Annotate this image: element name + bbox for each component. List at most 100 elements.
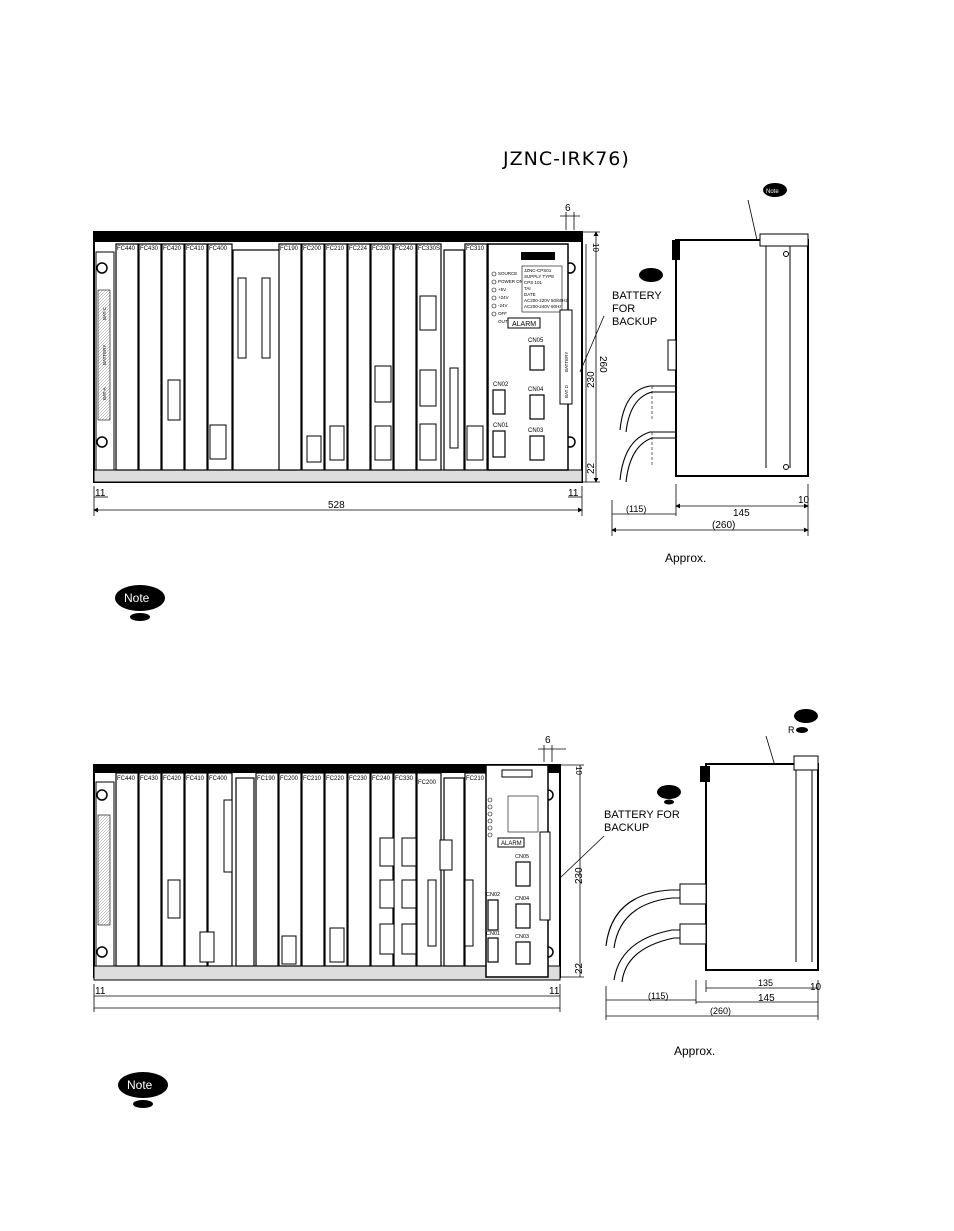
indicator-label: +24V	[498, 295, 509, 300]
battery-for-backup-line: BACKUP	[604, 822, 649, 834]
approx-label: Approx.	[674, 1044, 715, 1058]
connector-label-cn04: CN04	[528, 387, 544, 393]
indicator-label: OUT	[498, 319, 508, 324]
note-badge-bottom: Note	[118, 1072, 168, 1108]
note-badge-top: Note	[115, 585, 165, 621]
connector-label-cn05: CN05	[528, 338, 544, 344]
front-view-bottom: FC440 FC430 FC420 FC410 FC400 FC190 FC20…	[93, 735, 585, 1012]
dim-bottom: 22	[574, 962, 585, 974]
connector-label-cn01: CN01	[486, 931, 500, 937]
power-info: DATE	[524, 292, 536, 297]
approx-label: Approx.	[665, 551, 706, 565]
dim-bottom: 22	[586, 462, 597, 474]
battery-for-backup-line: FOR	[612, 303, 635, 315]
battery-panel-sub: BAT D	[564, 384, 569, 398]
slot-label: FC210	[326, 246, 345, 252]
connector-label-cn04: CN04	[515, 896, 529, 902]
note-badge-icon	[794, 709, 818, 723]
slot-label: FC230	[372, 246, 391, 252]
connector-label-cn03: CN03	[515, 934, 529, 940]
slot-label: FC190	[257, 776, 276, 782]
side-dim-depth: 145	[758, 993, 775, 1004]
side-chassis	[705, 763, 819, 971]
slot-label: FC200	[303, 246, 322, 252]
slot-label: FC430	[140, 776, 159, 782]
slot-label: FC430	[140, 246, 159, 252]
dim-width: 528	[328, 500, 345, 511]
side-dim-cable: (115)	[648, 991, 668, 1001]
slot-label: FC330S	[418, 246, 440, 252]
bat-a-label: BAT-A	[102, 387, 107, 400]
slot-label: FC210	[303, 776, 322, 782]
slot-label: FC210	[466, 776, 485, 782]
note-badge-label: Note	[127, 1078, 153, 1092]
slot-label: FC220	[326, 776, 345, 782]
slot-label: FC420	[163, 776, 182, 782]
dim-top-gap: 6	[565, 203, 571, 214]
indicator-label: OFF	[498, 311, 507, 316]
connector-label-cn02: CN02	[486, 892, 500, 898]
note-badge-label: Note	[124, 591, 150, 605]
note-badge-label: Note	[766, 189, 779, 195]
side-dim-depth: 145	[733, 508, 750, 519]
power-info: SUPPLY TYPE	[524, 274, 554, 279]
dim-left-margin: 11	[95, 986, 106, 997]
slot-label: FC440	[117, 246, 136, 252]
connector-label-cn02: CN02	[493, 382, 509, 388]
dim-top-right: 10	[574, 766, 583, 775]
side-dim-total: (260)	[712, 520, 735, 531]
bat-c-label: BAT-C	[102, 306, 107, 320]
r-label: R	[788, 725, 795, 735]
slot-label: FC400	[209, 246, 228, 252]
slot-label: FC240	[372, 776, 391, 782]
screw-icon	[96, 789, 108, 801]
slot-label: FC400	[209, 776, 228, 782]
alarm-label: ALARM	[501, 841, 522, 847]
connector-label-cn03: CN03	[528, 428, 544, 434]
dim-top-right: 10	[591, 243, 600, 252]
indicator-label: POWER ON	[498, 279, 523, 284]
slot-label: FC190	[280, 246, 299, 252]
side-view-top: Note BATTERY FOR BACKUP	[579, 183, 810, 565]
screw-icon	[96, 946, 108, 958]
power-info: AC200-240V 60Hz	[524, 304, 562, 309]
side-chassis	[675, 239, 809, 477]
slot-label: FC420	[163, 246, 182, 252]
screw-icon	[96, 262, 108, 274]
side-dim-cable: (115)	[626, 504, 646, 514]
slot-label: FC200	[280, 776, 299, 782]
slot-label: FC230	[349, 776, 368, 782]
side-dim-inner: 135	[758, 978, 773, 988]
slot-label: FC440	[117, 776, 136, 782]
indicator-label: +5V	[498, 287, 506, 292]
dim-inner-height: 230	[586, 371, 597, 388]
battery-for-backup-line: BATTERY	[612, 290, 662, 302]
indicator-label: -24V	[498, 303, 508, 308]
board-slots	[115, 243, 488, 471]
battery-for-backup-line: BATTERY FOR	[604, 809, 680, 821]
dim-height: 260	[597, 356, 608, 373]
power-info: CPS 101	[524, 280, 543, 285]
page-title: JZNC-IRK76)	[502, 148, 630, 170]
dim-right-margin: 11	[549, 986, 560, 997]
dim-left-margin: 11	[95, 488, 106, 499]
alarm-label: ALARM	[512, 321, 536, 328]
slot-label: FC200	[418, 780, 437, 786]
side-view-bottom: R BATTERY FOR BACKUP	[559, 709, 822, 1058]
connector-label-cn01: CN01	[493, 423, 509, 429]
indicator-label: SOURCE	[498, 271, 517, 276]
power-info: JZNC-CPS01	[524, 268, 552, 273]
note-badge-icon	[639, 268, 663, 282]
dim-top-gap: 6	[545, 735, 551, 746]
slot-label: FC330	[395, 776, 414, 782]
dim-right-margin: 11	[568, 488, 579, 499]
power-info: TAI	[524, 286, 531, 291]
battery-for-backup-line: BACKUP	[612, 316, 657, 328]
note-badge-icon	[763, 183, 787, 197]
battery-label: BATTERY	[102, 345, 107, 365]
connector-label-cn05: CN05	[515, 854, 529, 860]
side-dim-total: (260)	[710, 1006, 731, 1016]
front-view-top: BATTERY BAT-A BAT-C FC440	[93, 203, 608, 516]
battery-panel-label: BATTERY	[564, 352, 569, 372]
